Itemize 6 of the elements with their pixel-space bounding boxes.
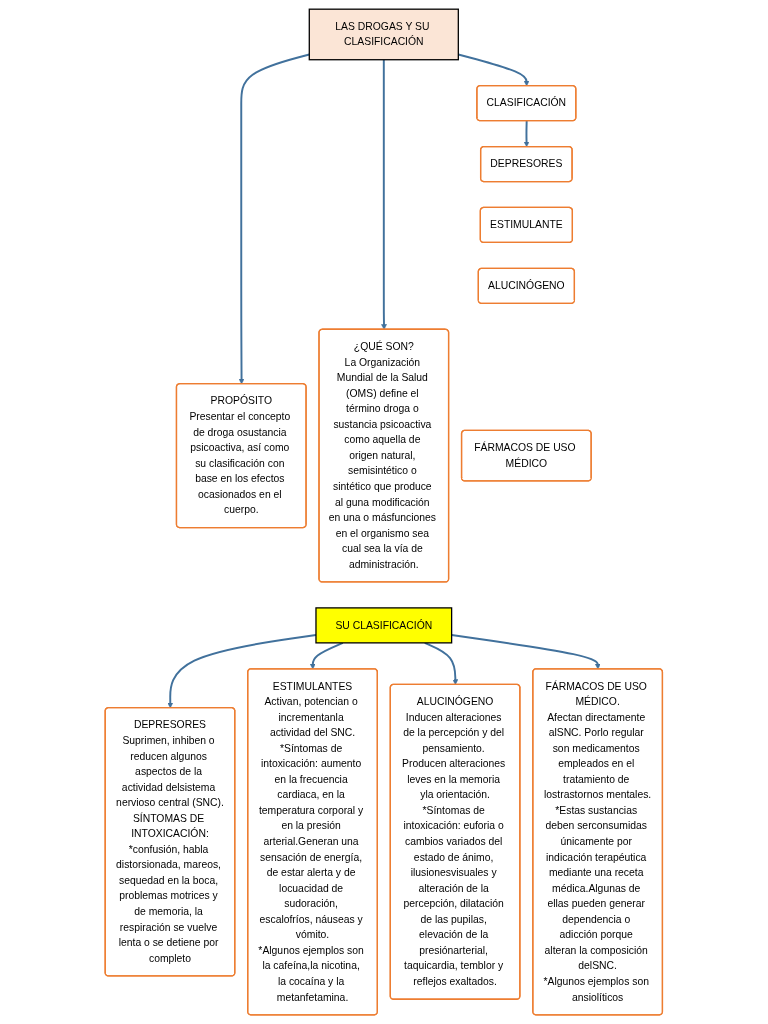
arrow: [423, 641, 459, 685]
arrow: [381, 58, 388, 330]
node-box: SU CLASIFICACIÓN: [315, 607, 453, 644]
arrow: [310, 641, 345, 670]
arrow: [523, 120, 530, 148]
node-box: LAS DROGAS Y SU CLASIFICACIÓN: [308, 8, 460, 61]
